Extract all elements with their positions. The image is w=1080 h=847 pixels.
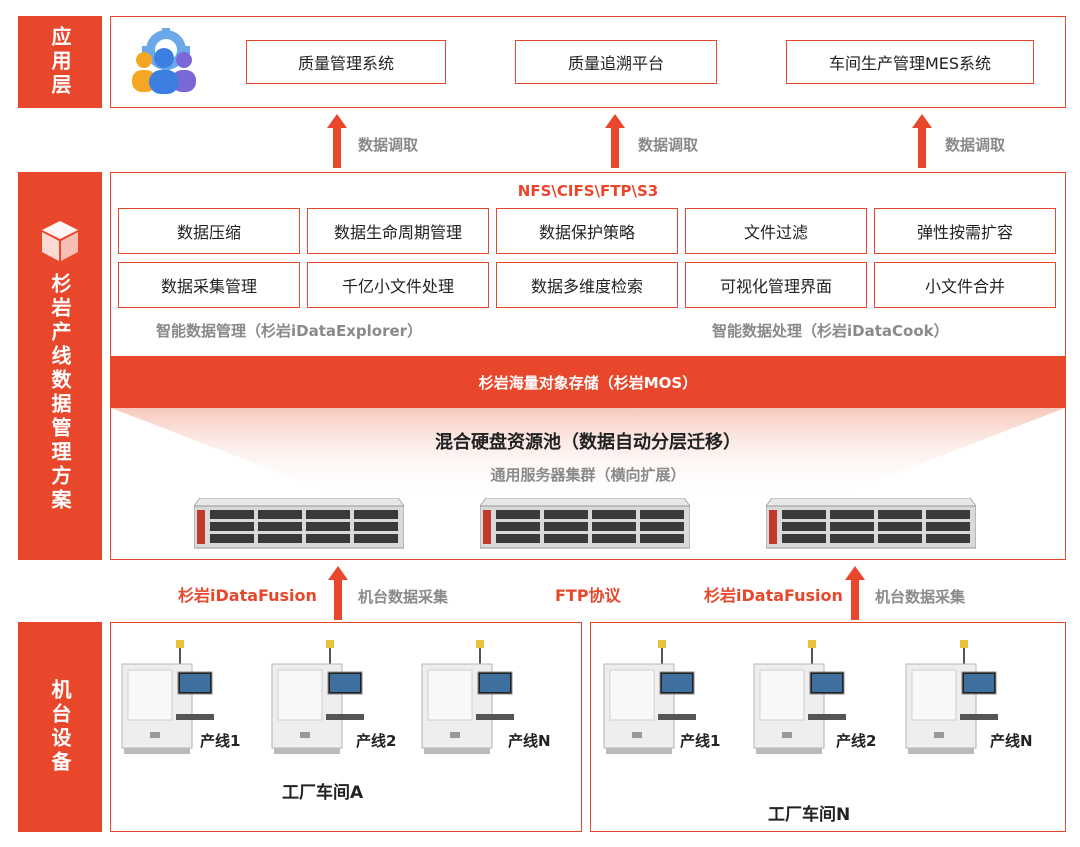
feature-text: 可视化管理界面	[720, 273, 832, 297]
data-pull-label: 数据调取	[358, 134, 418, 155]
machine-icon	[270, 640, 366, 756]
cook-label: 智能数据处理（杉岩iDataCook）	[712, 320, 949, 341]
cluster-label: 通用服务器集群（横向扩展）	[110, 464, 1066, 485]
explorer-label: 智能数据管理（杉岩iDataExplorer）	[156, 320, 422, 341]
device-layer-label: 机台设备	[18, 622, 102, 832]
fusion-label-a: 杉岩iDataFusion	[178, 582, 317, 606]
feature-box: 千亿小文件处理	[307, 262, 489, 308]
quality-system-box: 质量管理系统	[246, 40, 446, 84]
feature-text: 弹性按需扩容	[917, 219, 1013, 243]
mes-system-text: 车间生产管理MES系统	[829, 50, 991, 74]
mos-text: 杉岩海量对象存储（杉岩MOS）	[479, 372, 697, 393]
ftp-label: FTP协议	[555, 582, 621, 606]
machine-icon	[904, 640, 1000, 756]
protocols-label: NFS\CIFS\FTP\S3	[110, 182, 1066, 200]
up-arrow-icon	[328, 566, 348, 620]
feature-box: 小文件合并	[874, 262, 1056, 308]
data-pull-label: 数据调取	[638, 134, 698, 155]
feature-box: 数据生命周期管理	[307, 208, 489, 254]
device-layer-text: 机台设备	[47, 679, 73, 775]
feature-box: 可视化管理界面	[685, 262, 867, 308]
fusion-label-n: 杉岩iDataFusion	[704, 582, 843, 606]
feature-box: 数据保护策略	[496, 208, 678, 254]
mes-system-box: 车间生产管理MES系统	[786, 40, 1034, 84]
up-arrow-icon	[327, 114, 347, 168]
feature-text: 数据多维度检索	[531, 273, 643, 297]
traceability-platform-text: 质量追溯平台	[568, 50, 664, 74]
feature-box: 数据压缩	[118, 208, 300, 254]
server-icon	[766, 498, 976, 552]
feature-text: 数据生命周期管理	[334, 219, 462, 243]
machine-collect-label-a: 机台数据采集	[358, 586, 448, 607]
server-icon	[194, 498, 404, 552]
app-layer-label: 应用层	[18, 16, 102, 108]
workshop-n-name: 工厂车间N	[768, 800, 850, 825]
feature-box: 文件过滤	[685, 208, 867, 254]
app-layer-text: 应用层	[47, 26, 73, 98]
up-arrow-icon	[912, 114, 932, 168]
up-arrow-icon	[845, 566, 865, 620]
data-pull-label: 数据调取	[945, 134, 1005, 155]
feature-text: 文件过滤	[744, 219, 808, 243]
feature-text: 数据采集管理	[161, 273, 257, 297]
feature-box: 数据多维度检索	[496, 262, 678, 308]
feature-text: 数据压缩	[177, 219, 241, 243]
line-label: 产线2	[356, 730, 396, 751]
machine-icon	[420, 640, 516, 756]
server-icon	[480, 498, 690, 552]
feature-text: 小文件合并	[925, 273, 1005, 297]
workshop-a-name: 工厂车间A	[282, 778, 363, 803]
users-gear-icon	[124, 28, 204, 96]
machine-icon	[752, 640, 848, 756]
machine-collect-label-n: 机台数据采集	[875, 586, 965, 607]
feature-text: 数据保护策略	[539, 219, 635, 243]
feature-box: 数据采集管理	[118, 262, 300, 308]
line-label: 产线1	[680, 730, 720, 751]
feature-text: 千亿小文件处理	[342, 273, 454, 297]
cube-icon	[40, 219, 80, 263]
pool-title: 混合硬盘资源池（数据自动分层迁移）	[110, 428, 1066, 454]
up-arrow-icon	[605, 114, 625, 168]
line-label: 产线N	[990, 730, 1033, 751]
line-label: 产线N	[508, 730, 551, 751]
solution-layer-text: 杉岩产线数据管理方案	[47, 273, 73, 513]
solution-layer-label: 杉岩产线数据管理方案	[18, 172, 102, 560]
feature-box: 弹性按需扩容	[874, 208, 1056, 254]
line-label: 产线1	[200, 730, 240, 751]
mos-bar: 杉岩海量对象存储（杉岩MOS）	[110, 356, 1066, 408]
traceability-platform-box: 质量追溯平台	[515, 40, 717, 84]
quality-system-text: 质量管理系统	[298, 50, 394, 74]
line-label: 产线2	[836, 730, 876, 751]
